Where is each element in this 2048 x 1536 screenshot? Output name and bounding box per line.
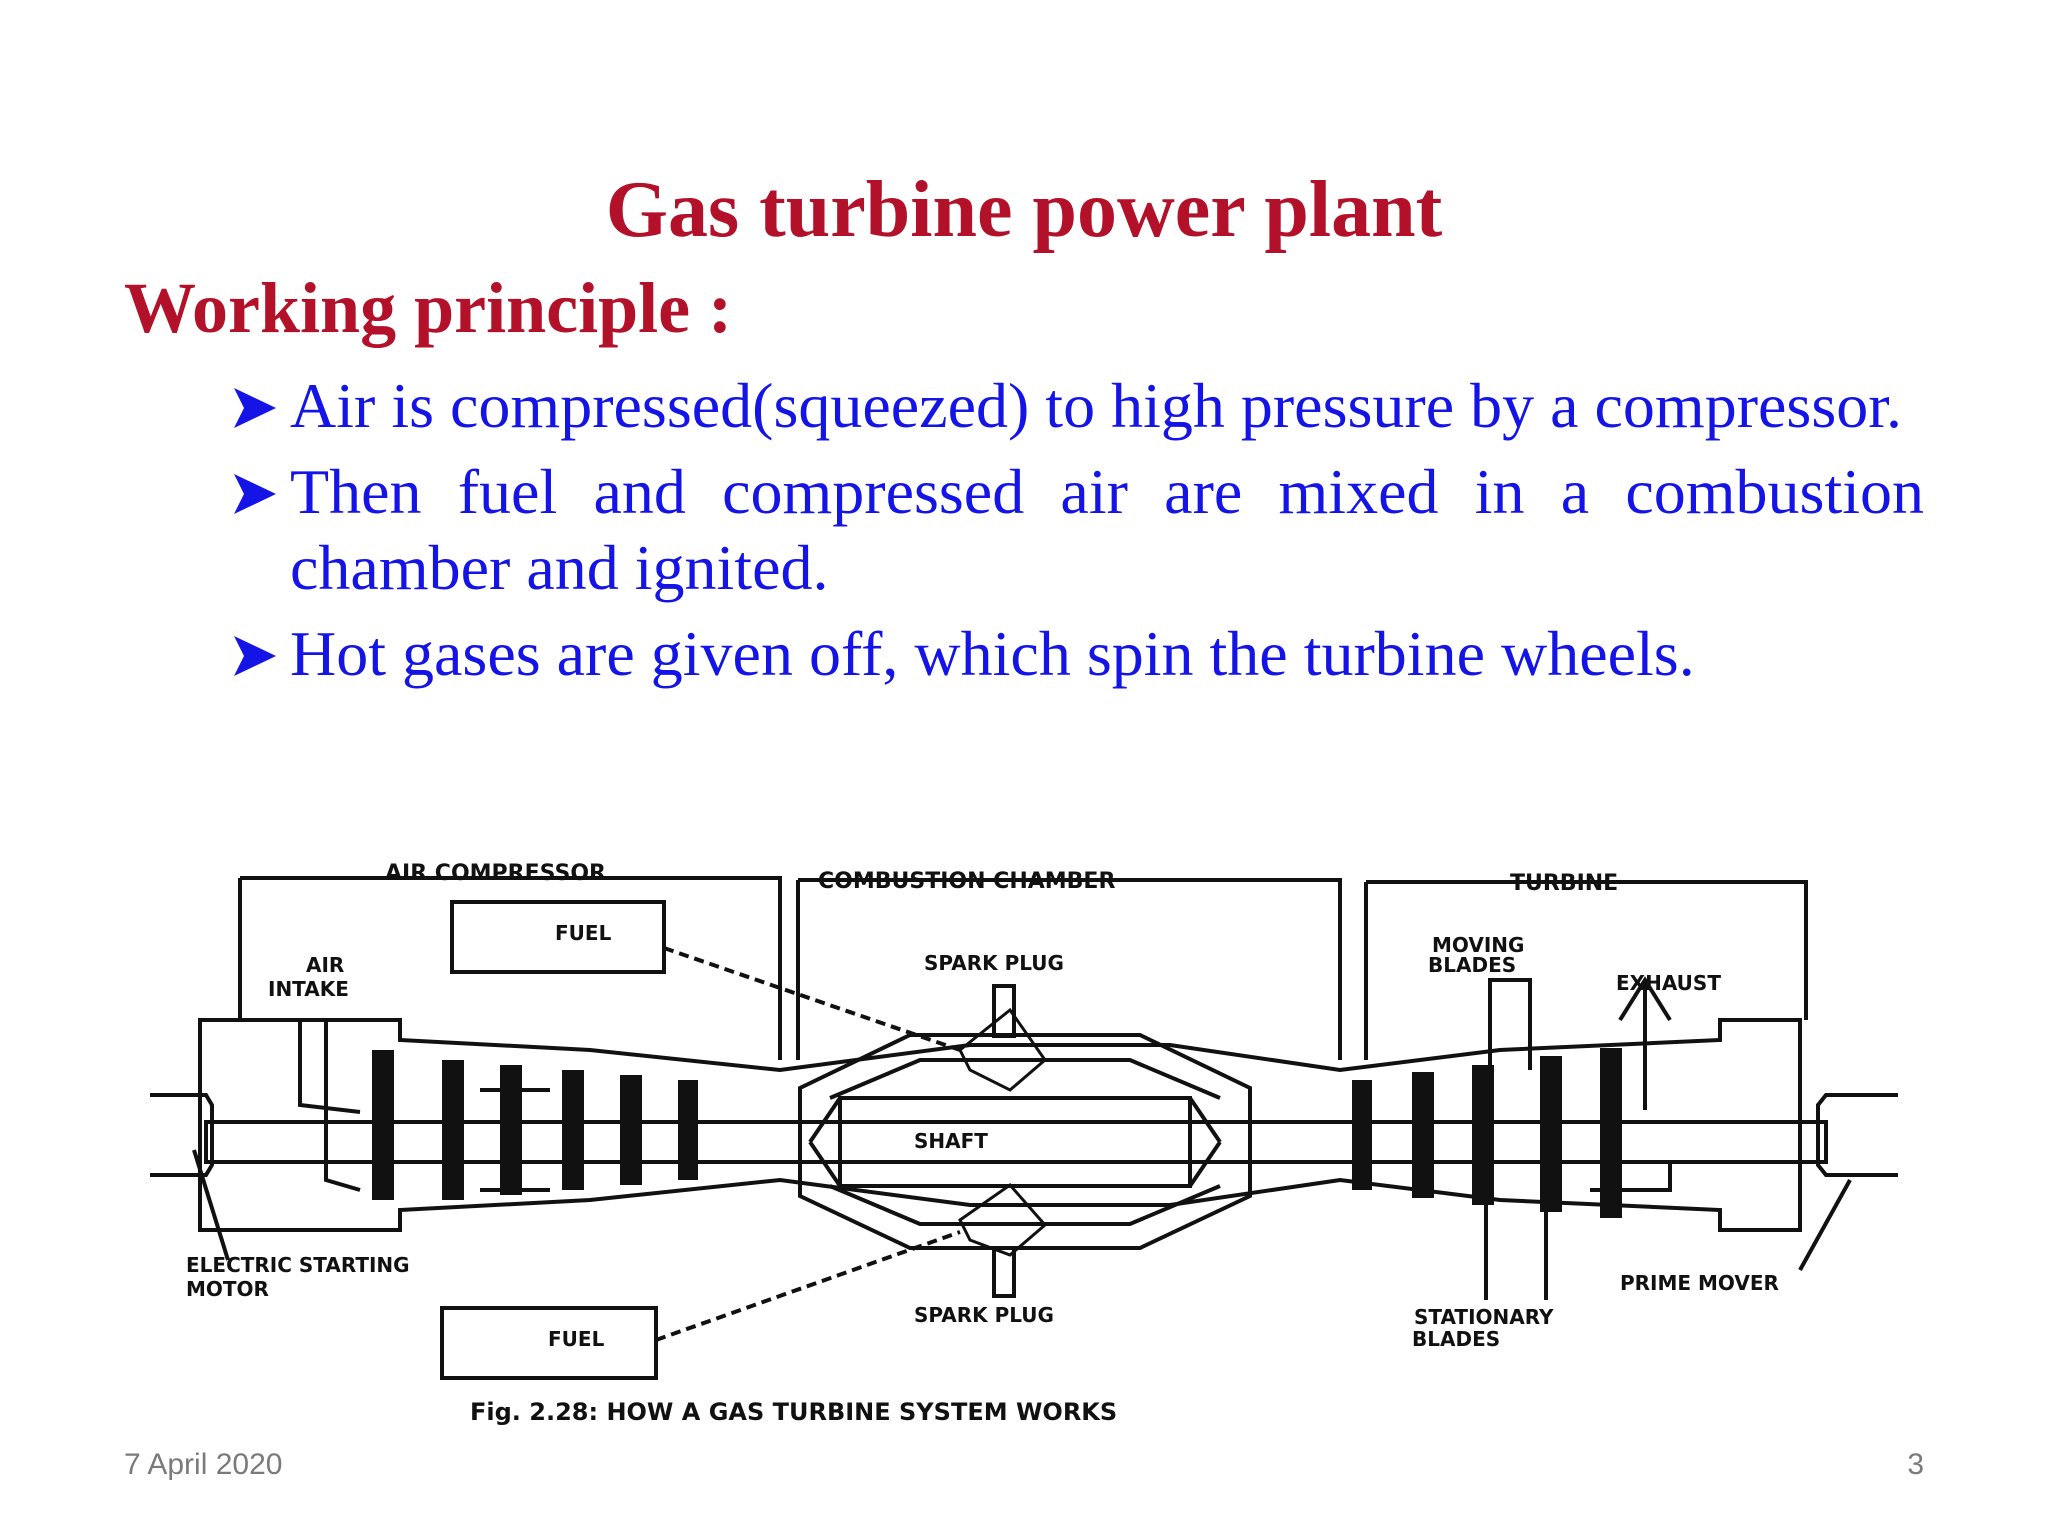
bullet-text: Air is compressed(squeezed) to high pres… xyxy=(290,370,1902,441)
label-fuel-top: FUEL xyxy=(555,921,612,945)
label-air-compressor: AIR COMPRESSOR xyxy=(385,861,606,886)
label-air-intake-1: AIR xyxy=(306,953,344,977)
label-spark-plug-bottom: SPARK PLUG xyxy=(914,1303,1054,1327)
bullet-item: Air is compressed(squeezed) to high pres… xyxy=(228,368,1924,444)
gas-turbine-diagram: AIR COMPRESSOR COMBUSTION CHAMBER TURBIN… xyxy=(150,861,1898,1426)
arrowhead-bullet-icon xyxy=(234,636,276,676)
label-turbine: TURBINE xyxy=(1510,871,1618,896)
label-electric-motor-1: ELECTRIC STARTING xyxy=(186,1253,410,1277)
label-exhaust: EXHAUST xyxy=(1616,971,1721,995)
arrowhead-bullet-icon xyxy=(234,388,276,428)
label-prime-mover: PRIME MOVER xyxy=(1620,1271,1779,1295)
bullet-list: Air is compressed(squeezed) to high pres… xyxy=(228,368,1924,702)
label-stationary-blades-1: STATIONARY xyxy=(1414,1305,1554,1329)
label-air-intake-2: INTAKE xyxy=(268,977,349,1001)
page-number: 3 xyxy=(1907,1448,1924,1481)
figure-caption: Fig. 2.28: HOW A GAS TURBINE SYSTEM WORK… xyxy=(470,1398,1117,1426)
label-stationary-blades-2: BLADES xyxy=(1412,1327,1500,1351)
footer-date: 7 April 2020 xyxy=(124,1448,283,1481)
slide-title: Gas turbine power plant xyxy=(605,166,1443,254)
label-moving-blades-2: BLADES xyxy=(1428,953,1516,977)
label-shaft: SHAFT xyxy=(914,1129,988,1153)
label-moving-blades-1: MOVING xyxy=(1432,933,1524,957)
label-combustion-chamber: COMBUSTION CHAMBER xyxy=(818,869,1115,894)
label-electric-motor-2: MOTOR xyxy=(186,1277,269,1301)
label-spark-plug-top: SPARK PLUG xyxy=(924,951,1064,975)
bullet-text: Then fuel and compressed air are mixed i… xyxy=(290,456,1924,603)
arrowhead-bullet-icon xyxy=(234,474,276,514)
slide-subtitle: Working principle : xyxy=(124,268,733,348)
bullet-item: Hot gases are given off, which spin the … xyxy=(228,616,1924,692)
bullet-item: Then fuel and compressed air are mixed i… xyxy=(228,454,1924,606)
bullet-text: Hot gases are given off, which spin the … xyxy=(290,618,1695,689)
label-fuel-bottom: FUEL xyxy=(548,1327,605,1351)
